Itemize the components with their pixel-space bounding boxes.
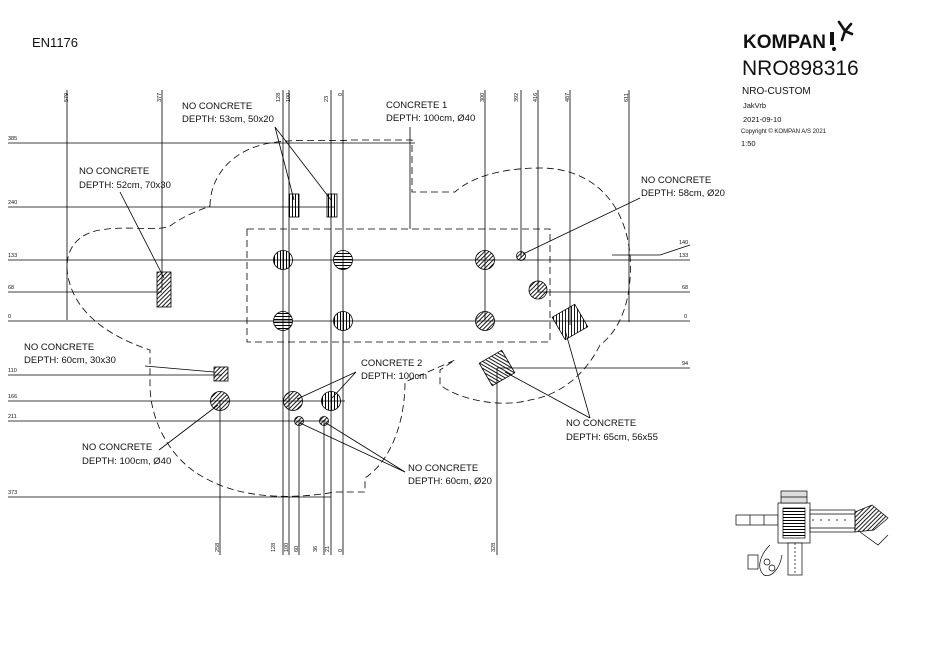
svg-text:128: 128 [276, 93, 282, 102]
svg-text:128: 128 [271, 543, 277, 552]
svg-text:DEPTH: 58cm, Ø20: DEPTH: 58cm, Ø20 [641, 188, 725, 199]
scale-label: 1:50 [741, 139, 756, 148]
callout-no-concrete-d20-bottom: NO CONCRETE DEPTH: 60cm, Ø20 [408, 463, 492, 487]
right-dimension-labels: 140 133 68 0 94 [679, 240, 688, 367]
svg-text:NO CONCRETE: NO CONCRETE [641, 175, 711, 186]
svg-text:373: 373 [8, 490, 17, 496]
concrete-footing-circle [333, 250, 353, 270]
svg-text:0: 0 [338, 549, 344, 552]
svg-text:DEPTH: 65cm, 56x55: DEPTH: 65cm, 56x55 [566, 432, 658, 443]
post-footing-circle [516, 251, 526, 261]
safety-zone-outline [66, 139, 631, 497]
svg-text:60: 60 [294, 546, 300, 552]
post-footing-rect [288, 193, 300, 218]
kompan-figure-icon [837, 20, 854, 42]
svg-text:NO CONCRETE: NO CONCRETE [82, 442, 152, 453]
standard-label: EN1176 [32, 35, 78, 50]
post-footing-rect [213, 366, 229, 382]
svg-text:68: 68 [8, 285, 14, 291]
svg-text:21: 21 [325, 546, 331, 552]
svg-text:23: 23 [324, 96, 330, 102]
svg-text:0: 0 [338, 93, 344, 96]
svg-text:DEPTH: 53cm, 50x20: DEPTH: 53cm, 50x20 [182, 114, 274, 125]
svg-text:140: 140 [679, 240, 688, 246]
concrete-footing-circle [475, 311, 495, 331]
playground-thumbnail-icon [735, 490, 889, 576]
deck-outline [246, 228, 551, 343]
concrete-footing-circle [273, 250, 293, 270]
product-code: NRO898316 [742, 57, 859, 80]
svg-text:NO CONCRETE: NO CONCRETE [24, 342, 94, 353]
svg-text:240: 240 [8, 200, 17, 206]
callout-concrete-1a: NO CONCRETE DEPTH: 53cm, 50x20 [182, 101, 274, 125]
post-footing-rect [326, 193, 338, 218]
post-footing-square [551, 303, 589, 341]
svg-text:DEPTH: 60cm, Ø20: DEPTH: 60cm, Ø20 [408, 476, 492, 487]
svg-text:579: 579 [64, 93, 70, 102]
bottom-dimension-labels: 258 128 100 60 36 21 0 328 [215, 543, 497, 552]
svg-text:DEPTH: 100cm, Ø40: DEPTH: 100cm, Ø40 [82, 456, 171, 467]
svg-text:133: 133 [8, 253, 17, 259]
svg-text:611: 611 [624, 93, 630, 102]
concrete-footing-circle [321, 391, 341, 411]
copyright-label: Copyright © KOMPAN A/S 2021 [741, 128, 827, 135]
concrete-footing-circle [273, 311, 293, 331]
svg-text:110: 110 [8, 368, 17, 374]
svg-text:0: 0 [684, 314, 687, 320]
kompan-logo: KOMPAN [743, 20, 854, 53]
variant-label: NRO-CUSTOM [742, 86, 811, 97]
callout-no-concrete-56x55: NO CONCRETE DEPTH: 65cm, 56x55 [566, 418, 658, 443]
callout-no-concrete-d40: NO CONCRETE DEPTH: 100cm, Ø40 [82, 442, 171, 467]
svg-text:100: 100 [286, 93, 292, 102]
svg-text:166: 166 [8, 394, 17, 400]
left-dimension-labels: 385 240 133 68 0 110 166 211 373 [8, 136, 17, 496]
svg-text:258: 258 [215, 543, 221, 552]
brand-wordmark: KOMPAN [743, 32, 826, 53]
concrete-footing-circle [475, 250, 495, 270]
svg-text:NO CONCRETE: NO CONCRETE [408, 463, 478, 474]
svg-text:211: 211 [8, 414, 17, 420]
callout-concrete-1: CONCRETE 1 DEPTH: 100cm, Ø40 [386, 100, 475, 124]
svg-text:100: 100 [284, 543, 290, 552]
svg-text:328: 328 [491, 543, 497, 552]
svg-text:416: 416 [533, 93, 539, 102]
svg-text:DEPTH: 60cm, 30x30: DEPTH: 60cm, 30x30 [24, 355, 116, 366]
top-dimension-labels: 579 377 128 100 23 0 300 392 416 487 611 [64, 93, 630, 102]
svg-text:NO CONCRETE: NO CONCRETE [79, 166, 149, 177]
leader-lines [119, 126, 641, 473]
svg-text:133: 133 [679, 253, 688, 259]
svg-text:NO CONCRETE: NO CONCRETE [182, 101, 252, 112]
post-footing-square [478, 349, 516, 387]
callout-no-concrete-30x30: NO CONCRETE DEPTH: 60cm, 30x30 [24, 342, 116, 366]
svg-text:DEPTH: 52cm, 70x30: DEPTH: 52cm, 70x30 [79, 180, 171, 191]
svg-text:NO CONCRETE: NO CONCRETE [566, 418, 636, 429]
date-label: 2021-09-10 [743, 115, 781, 124]
foundation-markers [156, 193, 589, 426]
author-label: JakVrb [743, 101, 766, 110]
svg-text:300: 300 [480, 93, 486, 102]
callout-concrete-2: CONCRETE 2 DEPTH: 100cm [361, 358, 427, 382]
svg-text:392: 392 [514, 93, 520, 102]
post-footing-circle [528, 280, 548, 300]
concrete-footing-circle [333, 311, 353, 331]
svg-text:DEPTH: 100cm, Ø40: DEPTH: 100cm, Ø40 [386, 113, 475, 124]
svg-text:68: 68 [682, 285, 688, 291]
svg-text:0: 0 [8, 314, 11, 320]
post-footing-rect [156, 271, 172, 308]
callout-no-concrete-70x30: NO CONCRETE DEPTH: 52cm, 70x30 [79, 166, 171, 191]
svg-text:487: 487 [565, 93, 571, 102]
concrete-footing-circle [283, 391, 303, 411]
svg-text:377: 377 [157, 93, 163, 102]
svg-text:DEPTH: 100cm: DEPTH: 100cm [361, 371, 427, 382]
svg-text:94: 94 [682, 361, 688, 367]
svg-text:CONCRETE 2: CONCRETE 2 [361, 358, 422, 369]
svg-text:CONCRETE 1: CONCRETE 1 [386, 100, 447, 111]
callout-no-concrete-d20-right: NO CONCRETE DEPTH: 58cm, Ø20 [641, 175, 725, 199]
svg-text:385: 385 [8, 136, 17, 142]
svg-text:36: 36 [313, 546, 319, 552]
post-footing-circle [210, 391, 230, 411]
